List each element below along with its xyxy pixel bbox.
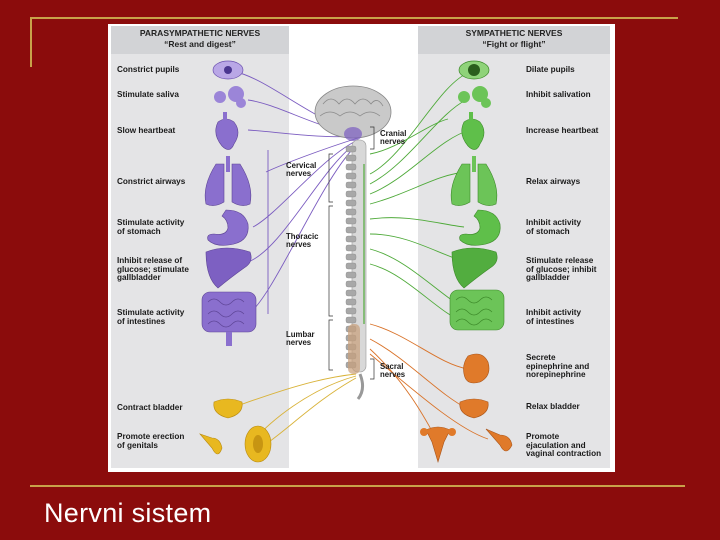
para-effect-label: Constrict airways — [117, 177, 186, 186]
para-effect-label: Stimulate activity of stomach — [117, 218, 185, 236]
vertebra — [345, 172, 357, 180]
sympathetic-panel — [418, 27, 610, 468]
para-effect-label: Stimulate activity of intestines — [117, 308, 185, 326]
parasympathetic-title: PARASYMPATHETIC NERVES — [139, 28, 261, 38]
right-stomach-icon — [459, 209, 501, 246]
para-effect-label: Inhibit release of glucose; stimulate ga… — [117, 256, 189, 283]
parasympathetic-subtitle: “Rest and digest” — [164, 39, 236, 49]
right-eye-icon — [458, 60, 490, 80]
para-effect-label: Constrict pupils — [117, 65, 180, 74]
right-heart-icon — [461, 112, 485, 150]
right-lungs-icon — [450, 156, 498, 206]
left-lungs-icon — [204, 156, 252, 206]
symp-effect-label: Promote ejaculation and vaginal contract… — [526, 432, 602, 459]
vertebra — [345, 298, 357, 306]
vertebra — [345, 316, 357, 324]
symp-effect-label: Inhibit activity of intestines — [526, 308, 582, 326]
autonomic-nervous-system-figure: PARASYMPATHETIC NERVES “Rest and digest”… — [108, 24, 615, 472]
vertebra — [345, 235, 357, 243]
symp-effect-label: Increase heartbeat — [526, 126, 599, 135]
right-bladder-icon — [459, 398, 489, 419]
spinal-cord-icon — [345, 139, 367, 400]
vertebra — [345, 271, 357, 279]
vertebra — [345, 217, 357, 225]
sympathetic-subtitle: “Fight or flight” — [482, 39, 546, 49]
parasympathetic-header: PARASYMPATHETIC NERVES “Rest and digest” — [111, 26, 289, 54]
left-stomach-icon — [207, 209, 249, 246]
vertebra — [345, 145, 357, 153]
sympathetic-header: SYMPATHETIC NERVES “Fight or flight” — [418, 26, 610, 54]
parasympathetic-panel — [111, 27, 289, 468]
right-male-genitals-icon — [485, 428, 513, 452]
vertebra — [345, 208, 357, 216]
vertebra — [345, 289, 357, 297]
thoracic-nerves-label: Thoracic nerves — [286, 232, 319, 250]
nerve-diagram-svg — [199, 60, 513, 464]
brain-icon — [314, 85, 392, 141]
vertebra — [345, 280, 357, 288]
symp-effect-label: Secrete epinephrine and norepinephrine — [526, 353, 590, 380]
symp-effect-label: Dilate pupils — [526, 65, 575, 74]
symp-effect-label: Inhibit salivation — [526, 90, 591, 99]
left-heart-icon — [215, 112, 239, 150]
right-salivary-gland-icon — [458, 86, 491, 108]
left-male-genitals-icon — [199, 433, 223, 455]
cranial-nerves-label: Cranial nerves — [380, 129, 407, 147]
vertebra — [345, 307, 357, 315]
para-effect-label: Contract bladder — [117, 403, 183, 412]
sympathetic-lower-lines — [369, 323, 489, 443]
vertebra — [345, 199, 357, 207]
left-intestines-icon — [201, 291, 257, 346]
sacral-nerves-label: Sacral nerves — [380, 362, 406, 380]
right-intestines-icon — [449, 289, 505, 331]
sympathetic-title: SYMPATHETIC NERVES — [465, 28, 563, 38]
right-adrenal-gland-icon — [463, 353, 490, 384]
para-effect-label: Slow heartbeat — [117, 126, 176, 135]
vertebra — [345, 253, 357, 261]
right-liver-icon — [451, 247, 498, 289]
left-liver-icon — [205, 247, 252, 289]
left-salivary-gland-icon — [214, 86, 246, 108]
left-bladder-icon — [213, 398, 243, 419]
symp-effect-label: Relax airways — [526, 177, 581, 186]
vertebra — [345, 244, 357, 252]
right-female-genitals-icon — [420, 426, 456, 464]
frame-bottom-line — [30, 485, 685, 487]
cervical-nerves-label: Cervical nerves — [286, 161, 317, 179]
vertebra — [345, 226, 357, 234]
para-effect-label: Stimulate saliva — [117, 90, 179, 99]
vertebra — [345, 262, 357, 270]
vertebra — [345, 190, 357, 198]
para-effect-label: Promote erection of genitals — [117, 432, 185, 450]
left-female-genitals-icon — [244, 425, 272, 463]
symp-effect-label: Relax bladder — [526, 402, 580, 411]
vertebra — [345, 154, 357, 162]
vertebra — [345, 181, 357, 189]
left-eye-icon — [212, 60, 244, 80]
symp-effect-label: Inhibit activity of stomach — [526, 218, 582, 236]
frame-top-line — [30, 17, 678, 19]
symp-effect-label: Stimulate release of glucose; inhibit ga… — [526, 256, 597, 283]
frame-left-line — [30, 17, 32, 67]
vertebra — [345, 163, 357, 171]
slide-title: Nervni sistem — [44, 498, 212, 528]
lumbar-nerves-label: Lumbar nerves — [286, 330, 315, 348]
nerve-region-brackets — [328, 126, 375, 380]
